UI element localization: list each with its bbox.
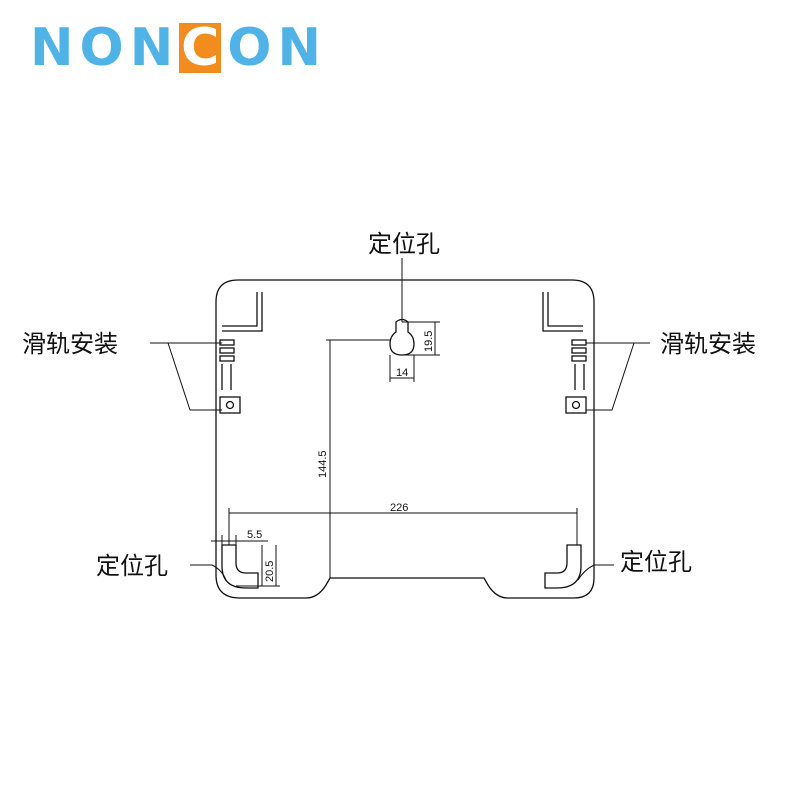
label-top-locating-hole: 定位孔	[368, 230, 440, 258]
top-right-bracket	[542, 292, 583, 332]
left-rail-slots	[219, 339, 241, 414]
logo-highlight: C	[179, 18, 222, 78]
label-right-rail-mount: 滑轨安装	[660, 330, 756, 358]
brand-logo: NON C ON	[30, 20, 327, 76]
dim-left-offset: 5.5	[247, 529, 262, 541]
label-left-locating-hole: 定位孔	[96, 552, 168, 580]
top-left-bracket	[222, 292, 263, 332]
dim-corner-offset: 20.5	[264, 561, 276, 582]
left-locating-hole-shape	[221, 544, 259, 589]
logo-suffix: ON	[227, 18, 327, 78]
dim-slot-depth: 19.5	[423, 331, 435, 352]
dimension-lines	[211, 321, 578, 587]
right-rail-slots	[565, 339, 587, 414]
leader-lines	[150, 258, 650, 581]
top-keyhole-slot	[389, 318, 415, 356]
dim-slot-width: 14	[396, 367, 408, 379]
logo-prefix: NON	[30, 18, 180, 78]
label-left-rail-mount: 滑轨安装	[22, 330, 118, 358]
plate-outline	[215, 279, 595, 599]
right-locating-hole-shape	[544, 544, 582, 589]
label-right-locating-hole: 定位孔	[620, 548, 692, 576]
dim-horizontal-span: 226	[390, 502, 408, 514]
dim-vertical-span: 144.5	[317, 450, 329, 478]
